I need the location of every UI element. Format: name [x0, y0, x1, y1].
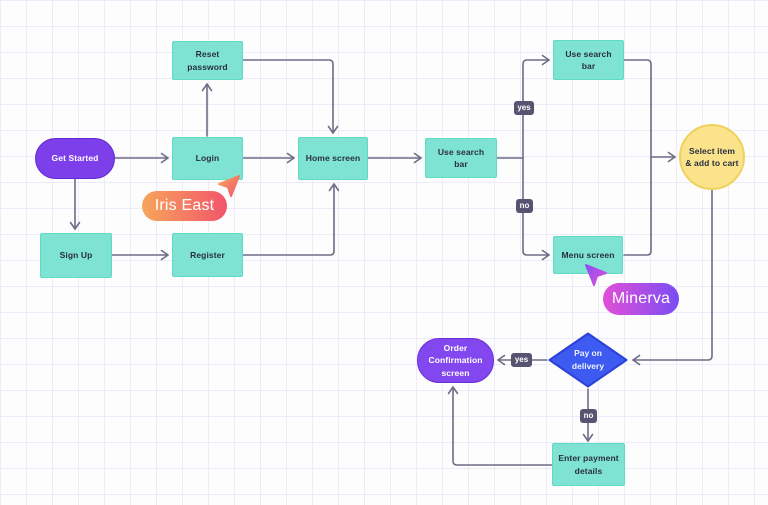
edge-label-search-no[interactable]: no	[516, 199, 533, 213]
node-reset-password[interactable]: Reset password	[172, 41, 243, 80]
connector-searchbarresult-merge[interactable]	[623, 59, 652, 158]
node-use-search-bar[interactable]: Use search bar	[425, 138, 497, 178]
node-label: Get Started	[51, 153, 99, 164]
connector-resetpassword-homescreen[interactable]	[242, 59, 339, 134]
node-select-item-add-to-cart[interactable]: Select item & add to cart	[679, 124, 745, 190]
connector-junction-searchbar-yes[interactable]	[522, 54, 550, 159]
diamond-shape	[548, 332, 628, 388]
connector-junction-menuscreen-no[interactable]	[522, 157, 550, 261]
node-pay-on-delivery[interactable]: Pay on delivery	[548, 332, 628, 388]
cursor-name-label: Iris East	[142, 191, 227, 221]
node-label: Reset password	[187, 49, 228, 72]
node-home-screen[interactable]: Home screen	[298, 137, 368, 180]
collaborator-cursor-iris-east: Iris East	[142, 172, 240, 221]
connector-enterpayment-orderconfirmation[interactable]	[447, 386, 553, 466]
node-label: Order Confirmation screen	[428, 343, 483, 378]
node-label: Menu screen	[561, 249, 615, 260]
node-sign-up[interactable]: Sign Up	[40, 233, 112, 278]
node-register[interactable]: Register	[172, 233, 243, 277]
node-label: Register	[190, 249, 225, 260]
node-label: Select item & add to cart	[685, 145, 739, 168]
node-login[interactable]: Login	[172, 137, 243, 180]
node-order-confirmation-screen[interactable]: Order Confirmation screen	[417, 338, 494, 383]
node-enter-payment-details[interactable]: Enter payment details	[552, 443, 625, 486]
node-label: Pay on delivery	[571, 348, 605, 371]
collaborator-cursor-minerva: Minerva	[583, 263, 679, 315]
node-label: Home screen	[305, 153, 361, 164]
edge-label-pay-yes[interactable]: yes	[511, 353, 532, 367]
cursor-pointer-icon	[218, 175, 240, 197]
connector-register-homescreen[interactable]	[242, 183, 340, 256]
connector-menuscreen-merge[interactable]	[623, 156, 652, 256]
cursor-name-label: Minerva	[603, 283, 679, 315]
cursor-pointer-icon	[585, 264, 607, 286]
node-label: Sign Up	[59, 250, 93, 261]
node-use-search-bar-result[interactable]: Use search bar	[553, 40, 624, 80]
node-label: Enter payment details	[558, 453, 619, 476]
edge-label-pay-no[interactable]: no	[580, 409, 597, 423]
node-label: Login	[195, 153, 220, 164]
node-label: Use search bar	[565, 48, 612, 71]
node-label: Use search bar	[437, 146, 485, 169]
edge-label-search-yes[interactable]: yes	[514, 101, 534, 115]
connector-selectitem-payondelivery[interactable]	[632, 189, 713, 366]
node-get-started[interactable]: Get Started	[35, 138, 115, 179]
